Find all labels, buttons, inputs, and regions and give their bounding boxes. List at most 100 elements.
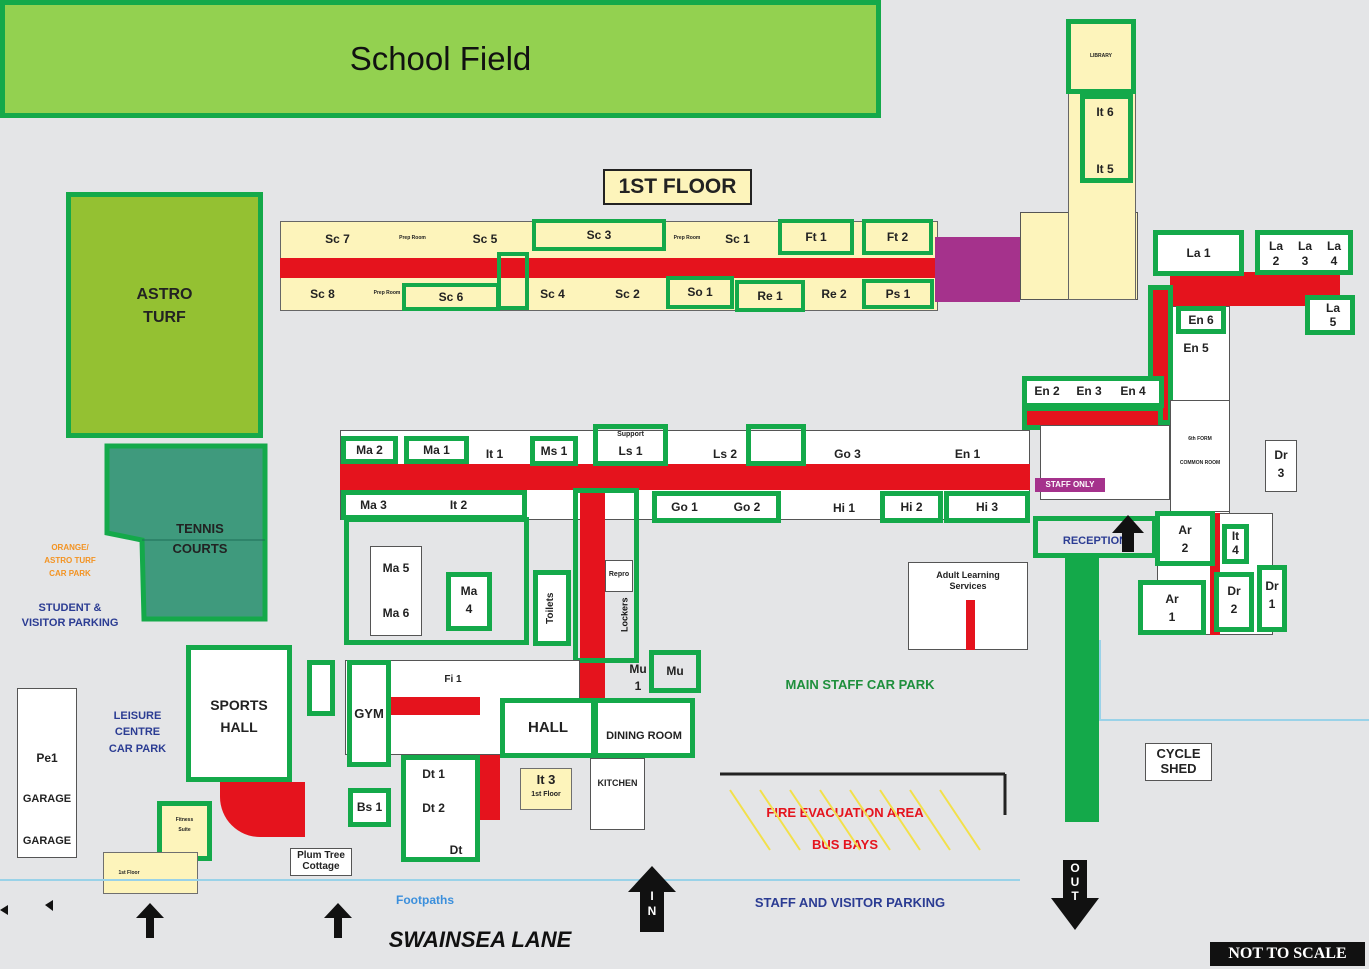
cycle-shed-2: SHED (1160, 761, 1197, 776)
staff-only-area: STAFF ONLY (1035, 478, 1105, 492)
leisure-label-2: CENTRE (114, 726, 161, 738)
plum-tree-label-1: Plum Tree (297, 850, 345, 861)
room-ma1[interactable]: Ma 1 (404, 436, 469, 464)
cycle-shed[interactable]: CYCLE SHED (1145, 743, 1212, 781)
hall-label: HALL (528, 719, 568, 737)
room-it4[interactable]: It 4 (1222, 524, 1249, 564)
room-re2[interactable]: Re 2 (821, 286, 847, 301)
room-dr3[interactable]: Dr 3 (1265, 440, 1297, 492)
reception[interactable]: RECEPTION (1033, 516, 1157, 558)
room-ar1-a: Ar (1165, 592, 1179, 606)
room-dr1[interactable]: Dr 1 (1257, 565, 1287, 632)
room-en6[interactable]: En 6 (1176, 306, 1226, 334)
room-sc1[interactable]: Sc 1 (725, 231, 750, 246)
room-dining[interactable]: DINING ROOM (593, 698, 695, 758)
fitness-suite[interactable]: Fitness Suite (157, 801, 212, 861)
room-go3[interactable]: Go 3 (834, 446, 861, 461)
room-ma2[interactable]: Ma 2 (341, 436, 398, 464)
room-hi2[interactable]: Hi 2 (880, 491, 943, 523)
room-la5-b: 5 (1329, 314, 1337, 329)
room-ma4-a: Ma (460, 584, 478, 598)
room-en2-en4[interactable]: En 2 En 3 En 4 (1022, 376, 1164, 408)
room-mu[interactable]: Mu (649, 650, 701, 693)
room-dt1-label: Dt 1 (422, 767, 445, 781)
room-prep-2: Prep Room (673, 235, 701, 242)
room-fi1[interactable]: Fi 1 (444, 674, 462, 685)
room-dt-label: Dt (449, 843, 463, 857)
room-la5[interactable]: La 5 (1305, 295, 1355, 335)
garage-2-label[interactable]: GARAGE (22, 835, 72, 847)
room-library-label: LIBRARY (1089, 52, 1113, 59)
it3-label: It 3 (536, 772, 556, 787)
out-label-1: O (1070, 861, 1080, 875)
garage-1-label[interactable]: GARAGE (22, 793, 72, 805)
room-ar2[interactable]: Ar 2 (1155, 511, 1215, 566)
room-repro[interactable]: Repro (605, 560, 633, 592)
cycle-shed-1: CYCLE (1156, 746, 1201, 761)
room-re1-label: Re 1 (757, 288, 783, 303)
room-sc3[interactable]: Sc 3 (532, 219, 666, 251)
it-rooms-wing[interactable]: It 6 It 5 (1080, 94, 1133, 183)
room-so1[interactable]: So 1 (666, 276, 734, 309)
dining-label: DINING ROOM (606, 730, 682, 742)
gym[interactable]: GYM (347, 660, 391, 767)
room-ls1-label: Ls 1 (618, 444, 643, 458)
room-en5[interactable]: En 5 (1183, 340, 1209, 355)
room-la1[interactable]: La 1 (1153, 230, 1244, 276)
room-so1-label: So 1 (687, 285, 713, 300)
room-dt-group[interactable]: Dt 1 Dt 2 Dt (401, 755, 480, 862)
room-dr2[interactable]: Dr 2 (1214, 572, 1254, 632)
room-sc5[interactable]: Sc 5 (472, 231, 498, 246)
room-ls1[interactable]: Support Ls 1 (593, 424, 668, 466)
sports-hall[interactable]: SPORTS HALL (186, 645, 292, 782)
room-it3[interactable]: It 3 1st Floor (520, 768, 572, 810)
room-la3-b: 3 (1301, 253, 1309, 268)
room-bs1[interactable]: Bs 1 (348, 788, 391, 827)
room-ps1[interactable]: Ps 1 (862, 279, 934, 309)
locker-corridor (580, 490, 605, 710)
pe1-label[interactable]: Pe1 (36, 751, 58, 765)
school-field-label: School Field (349, 39, 532, 77)
room-kitchen[interactable]: KITCHEN (590, 758, 645, 830)
room-sc7[interactable]: Sc 7 (325, 231, 350, 246)
student-parking-label-2: VISITOR PARKING (21, 617, 119, 629)
school-field[interactable]: School Field (0, 0, 881, 118)
room-ma5-ma6[interactable]: Ma 5 Ma 6 (370, 546, 422, 636)
room-library[interactable]: LIBRARY (1066, 19, 1136, 94)
main-staff-car-park: MAIN STAFF CAR PARK (785, 677, 935, 692)
it3-floor-label: 1st Floor (531, 791, 561, 798)
astro-turf-label-1: ASTRO (136, 286, 193, 303)
room-sc4[interactable]: Sc 4 (540, 286, 565, 301)
room-small-green[interactable] (746, 424, 806, 466)
room-ms1[interactable]: Ms 1 (530, 436, 578, 466)
room-ft2[interactable]: Ft 2 (862, 219, 933, 255)
astro-turf[interactable]: ASTRO TURF (66, 192, 263, 438)
room-la2-a: La (1268, 238, 1283, 253)
room-ls2[interactable]: Ls 2 (712, 446, 737, 461)
room-dr3-b: 3 (1277, 466, 1285, 480)
room-re1[interactable]: Re 1 (735, 280, 805, 312)
room-ma4[interactable]: Ma 4 (446, 572, 492, 631)
room-dr2-b: 2 (1230, 602, 1238, 616)
sports-hall-side-room[interactable] (307, 660, 335, 716)
room-mu1-a[interactable]: Mu (629, 662, 647, 676)
footpaths-label: Footpaths (396, 893, 454, 907)
room-go1-go2[interactable]: Go 1 Go 2 (652, 491, 781, 523)
plum-tree-cottage[interactable]: Plum Tree Cottage (290, 848, 352, 876)
room-la-group[interactable]: La 2 La 3 La 4 (1255, 230, 1353, 275)
room-sc8[interactable]: Sc 8 (310, 286, 335, 301)
room-dr1-a: Dr (1265, 579, 1279, 593)
room-en1[interactable]: En 1 (954, 446, 981, 461)
room-ft1[interactable]: Ft 1 (778, 219, 854, 255)
room-hi3[interactable]: Hi 3 (944, 491, 1030, 523)
room-it1[interactable]: It 1 (485, 446, 504, 461)
room-hi1[interactable]: Hi 1 (832, 500, 855, 515)
reception-label: RECEPTION (1062, 535, 1128, 547)
room-ar1[interactable]: Ar 1 (1138, 580, 1206, 635)
room-sc2[interactable]: Sc 2 (615, 286, 640, 301)
room-dr3-a: Dr (1274, 448, 1288, 462)
room-toilets[interactable]: Toilets (533, 570, 571, 646)
room-hall[interactable]: HALL (500, 698, 596, 758)
